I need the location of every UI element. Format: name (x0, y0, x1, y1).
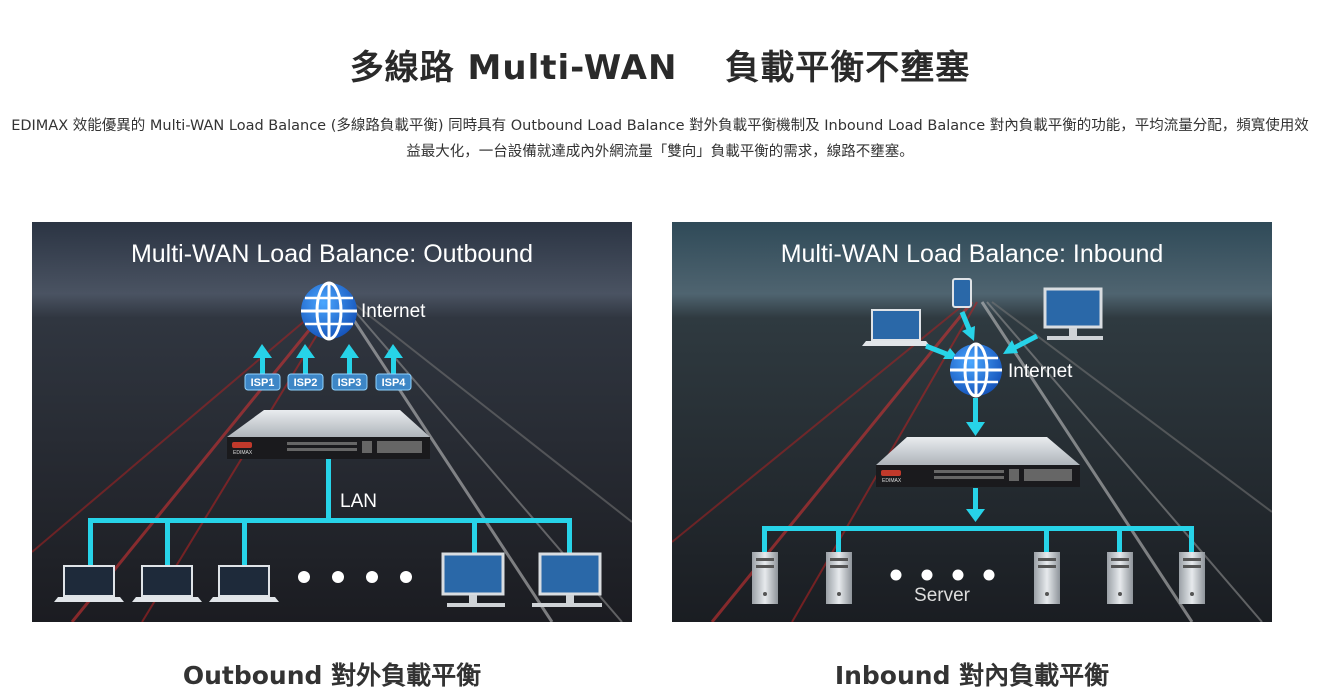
isp-label-2: ISP2 (294, 377, 318, 389)
router-device: EDIMAX (876, 437, 1080, 487)
inbound-caption: Inbound 對內負載平衡 (834, 661, 1110, 690)
server-icon (826, 552, 852, 604)
server-icon (752, 552, 778, 604)
outbound-image-title: Multi-WAN Load Balance: Outbound (131, 240, 533, 268)
server-icon (1034, 552, 1060, 604)
page-description: EDIMAX 效能優異的 Multi-WAN Load Balance (多線路… (11, 118, 1309, 160)
laptop-icon (54, 565, 124, 602)
outbound-diagram-image: Multi-WAN Load Balance: Outbound Interne… (32, 222, 632, 622)
laptop-icon (132, 565, 202, 602)
server-label: Server (914, 585, 971, 606)
inbound-image-title: Multi-WAN Load Balance: Inbound (781, 240, 1164, 268)
lan-label: LAN (340, 491, 377, 512)
monitor-icon (532, 552, 602, 607)
globe-icon (301, 281, 357, 341)
outbound-caption: Outbound 對外負載平衡 (182, 661, 482, 690)
isp-label-1: ISP1 (251, 377, 275, 389)
inbound-diagram-image: Multi-WAN Load Balance: Inbound Internet (672, 222, 1272, 622)
laptop-icon (209, 565, 279, 602)
page-title: 多線路 Multi-WAN 負載平衡不壅塞 (349, 48, 971, 88)
globe-icon (950, 342, 1002, 398)
server-icon (1179, 552, 1205, 604)
router-brand-label: EDIMAX (882, 478, 902, 484)
tablet-icon (952, 278, 972, 308)
router-brand-label: EDIMAX (233, 450, 253, 456)
router-device: EDIMAX (227, 410, 430, 459)
outbound-internet-label: Internet (361, 301, 426, 322)
inbound-internet-label: Internet (1008, 361, 1073, 382)
monitor-icon (441, 552, 505, 607)
laptop-icon (862, 309, 930, 346)
server-icon (1107, 552, 1133, 604)
monitor-icon (1043, 287, 1103, 340)
isp-label-4: ISP4 (382, 377, 407, 389)
isp-label-3: ISP3 (338, 377, 362, 389)
